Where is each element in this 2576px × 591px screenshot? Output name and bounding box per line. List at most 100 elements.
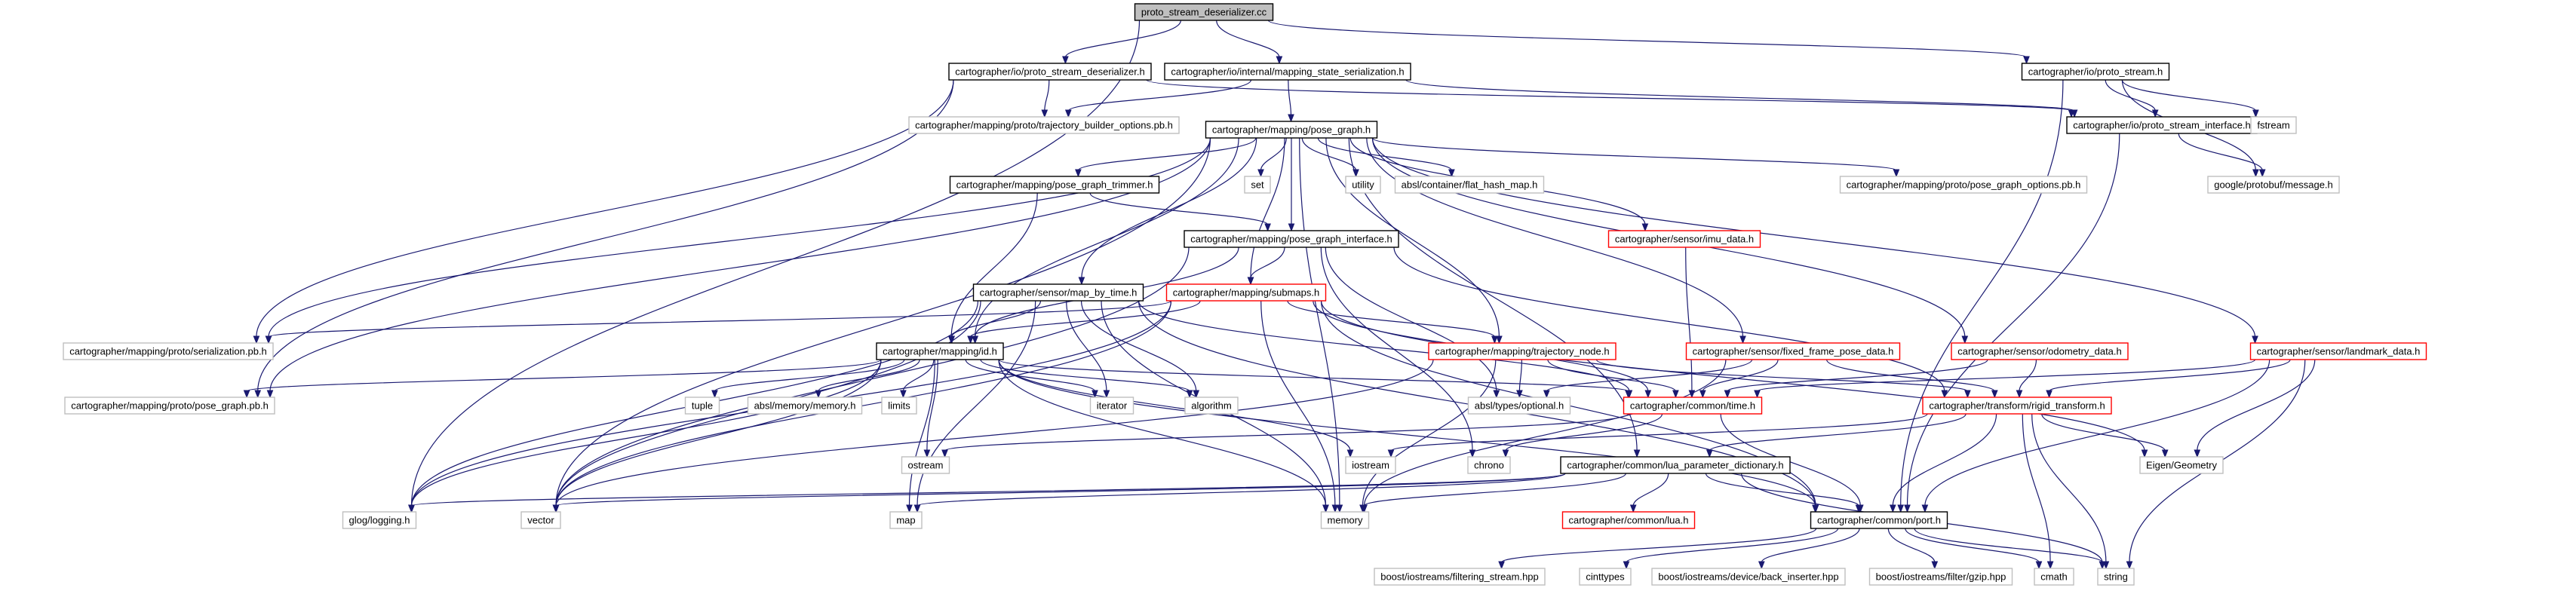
node-box — [2249, 342, 2427, 360]
node-box — [1205, 121, 1378, 139]
file-node[interactable]: cartographer/mapping/pose_graph_trimmer.… — [949, 176, 1160, 194]
edge-line — [926, 359, 938, 452]
file-node[interactable]: cartographer/sensor/odometry_data.h — [1951, 342, 2129, 360]
file-node: limits — [881, 397, 917, 415]
edge-line — [1547, 359, 1676, 392]
file-node[interactable]: cartographer/mapping/pose_graph.h — [1205, 121, 1378, 139]
node-box — [972, 283, 1144, 302]
file-node[interactable]: cartographer/common/lua_parameter_dictio… — [1560, 456, 1791, 474]
dependency-edge — [1371, 137, 2258, 344]
node-box — [949, 176, 1160, 194]
node-box — [2207, 176, 2340, 194]
arrowhead-icon — [2258, 169, 2266, 178]
edge-line — [975, 137, 1239, 338]
node-label: string — [2104, 571, 2128, 583]
node-box — [342, 511, 417, 529]
arrowhead-icon — [1991, 390, 1998, 399]
dependency-edge — [941, 413, 1629, 458]
file-node[interactable]: cartographer/io/proto_stream.h — [2021, 63, 2170, 81]
edge-line — [1363, 473, 1626, 507]
arrowhead-icon — [1496, 335, 1503, 344]
file-node[interactable]: cartographer/common/lua.h — [1561, 511, 1696, 529]
file-node[interactable]: cartographer/mapping/trajectory_node.h — [1428, 342, 1617, 360]
file-node[interactable]: cartographer/sensor/landmark_data.h — [2249, 342, 2427, 360]
file-node[interactable]: cartographer/io/proto_stream_interface.h — [2066, 116, 2258, 134]
dependency-edge — [1325, 137, 1503, 344]
dependency-edge — [2178, 133, 2266, 178]
edge-line — [970, 300, 1201, 338]
file-node[interactable]: cartographer/io/internal/mapping_state_s… — [1164, 63, 1411, 81]
dependency-edge — [711, 359, 905, 399]
edge-line — [2197, 359, 2316, 452]
edge-line — [257, 79, 954, 392]
edge-line — [1287, 300, 1495, 338]
dependency-edge — [2016, 359, 2037, 399]
edge-line — [1366, 137, 1744, 338]
node-box — [1345, 176, 1381, 194]
node-label: cartographer/mapping/proto/serialization… — [69, 346, 267, 357]
arrowhead-icon — [408, 504, 415, 513]
file-node[interactable]: cartographer/sensor/imu_data.h — [1607, 230, 1761, 248]
file-node[interactable]: cartographer/sensor/map_by_time.h — [972, 283, 1144, 302]
dependency-edge — [1062, 20, 1181, 65]
edge-line — [1595, 359, 1968, 392]
node-label: cartographer/sensor/map_by_time.h — [980, 287, 1138, 299]
arrowhead-icon — [1516, 390, 1523, 399]
edge-line — [1288, 79, 1292, 116]
file-node[interactable]: cartographer/mapping/submaps.h — [1165, 283, 1327, 302]
edge-line — [1267, 20, 2028, 58]
arrowhead-icon — [1186, 390, 1193, 399]
root-file-node[interactable]: proto_stream_deserializer.cc — [1134, 3, 1274, 21]
arrowhead-icon — [2035, 561, 2043, 570]
file-node: algorithm — [1184, 397, 1239, 415]
edge-line — [1727, 359, 1988, 392]
node-label: cartographer/mapping/id.h — [883, 346, 997, 357]
node-label: Eigen/Geometry — [2146, 460, 2217, 471]
node-label: ostream — [908, 460, 944, 471]
dependency-edge — [243, 359, 882, 399]
edge-line — [908, 359, 935, 507]
dependency-edge — [1897, 79, 2064, 513]
file-node[interactable]: cartographer/common/port.h — [1810, 511, 1948, 529]
node-box — [1374, 568, 1546, 586]
arrowhead-icon — [1091, 390, 1098, 399]
arrowhead-icon — [1103, 390, 1110, 399]
dependency-edge — [2121, 79, 2259, 118]
arrowhead-icon — [265, 335, 272, 344]
file-node[interactable]: cartographer/sensor/fixed_frame_pose_dat… — [1685, 342, 1901, 360]
file-node[interactable]: cartographer/common/time.h — [1623, 397, 1763, 415]
arrowhead-icon — [1078, 277, 1085, 286]
arrowhead-icon — [1491, 335, 1498, 344]
arrowhead-icon — [1724, 390, 1731, 399]
arrowhead-icon — [253, 335, 260, 344]
dependency-edge — [1889, 413, 1997, 513]
node-label: proto_stream_deserializer.cc — [1141, 7, 1267, 18]
file-node[interactable]: cartographer/io/proto_stream_deserialize… — [948, 63, 1152, 81]
dependency-edge — [998, 359, 1632, 399]
node-label: limits — [888, 400, 910, 412]
node-box — [1320, 511, 1370, 529]
edge-line — [2019, 359, 2037, 392]
node-box — [1922, 397, 2112, 415]
dependency-edge — [1623, 528, 1839, 570]
node-box — [1810, 511, 1948, 529]
file-node[interactable]: cartographer/mapping/pose_graph_interfac… — [1184, 230, 1399, 248]
file-node[interactable]: cartographer/mapping/id.h — [876, 342, 1004, 360]
edge-line — [998, 359, 1816, 507]
file-node: glog/logging.h — [342, 511, 417, 529]
node-label: cartographer/common/lua_parameter_dictio… — [1567, 460, 1783, 471]
node-label: cartographer/mapping/trajectory_node.h — [1435, 346, 1609, 357]
arrowhead-icon — [1672, 390, 1679, 399]
edge-line — [1826, 359, 1995, 392]
file-node[interactable]: cartographer/transform/rigid_transform.h — [1922, 397, 2112, 415]
arrowhead-icon — [1644, 390, 1652, 399]
edge-line — [1250, 137, 1285, 279]
edge-line — [2121, 79, 2256, 112]
edge-line — [1501, 528, 1817, 563]
edge-line — [1320, 300, 2145, 452]
node-box — [1467, 397, 1571, 415]
edge-line — [268, 300, 1172, 338]
edge-line — [410, 359, 882, 507]
edge-line — [555, 359, 882, 507]
dependency-edge — [1371, 137, 1900, 178]
